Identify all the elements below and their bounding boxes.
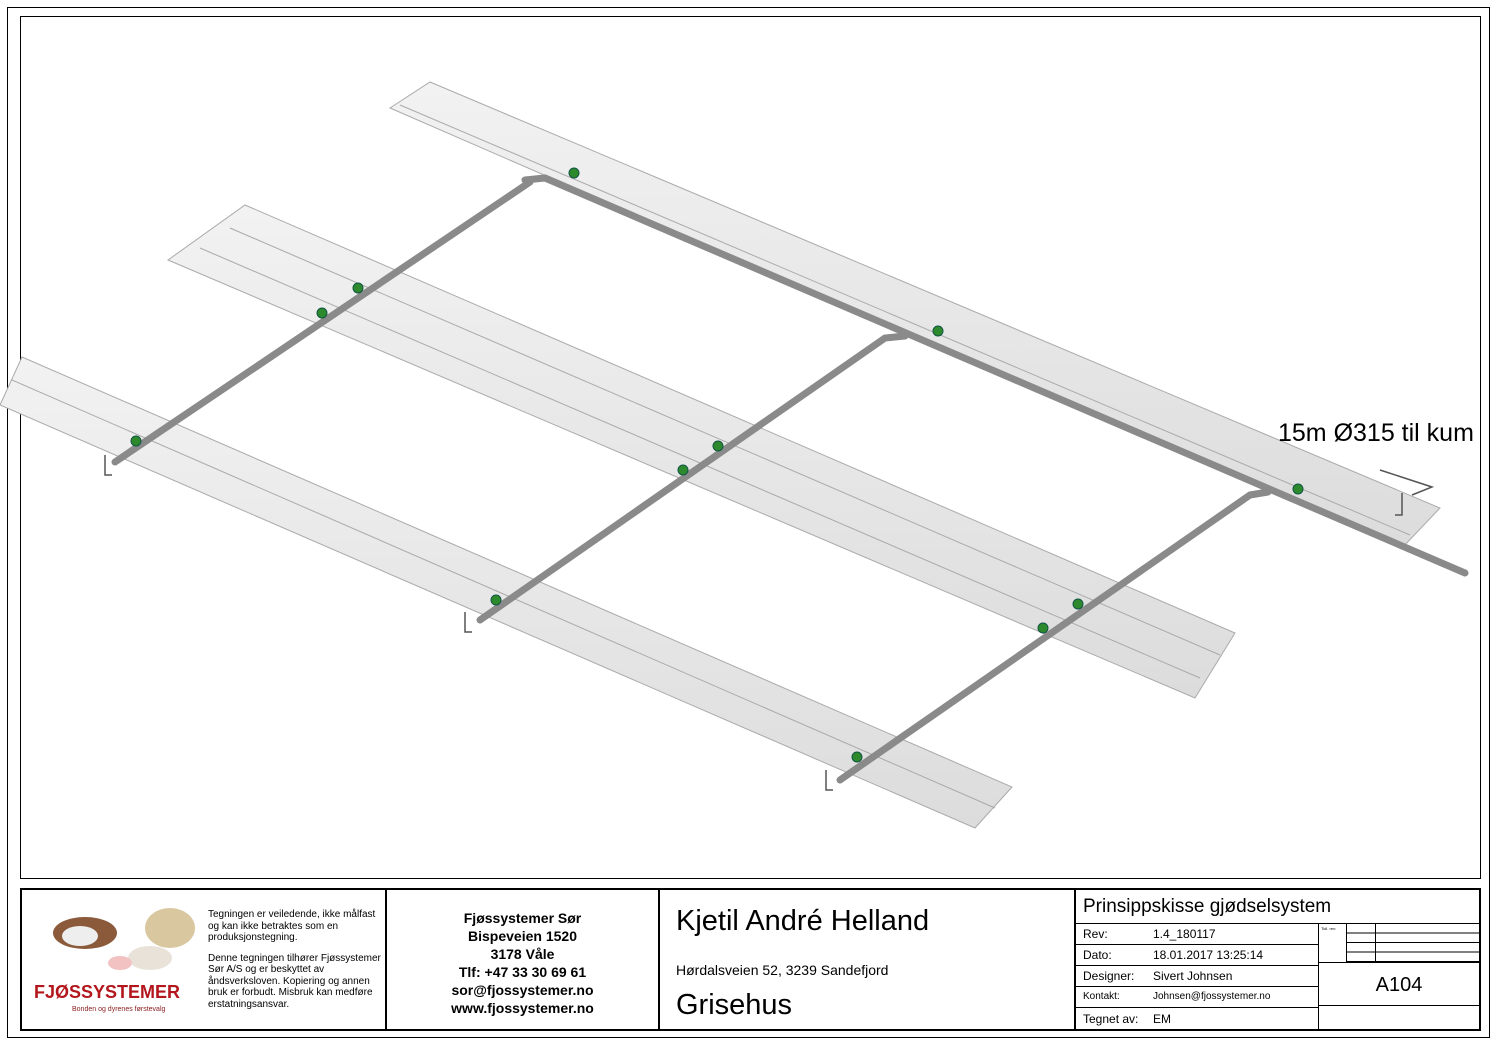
manure-system-3d-drawing (0, 81, 1469, 829)
date-value: 18.01.2017 13:25:14 (1153, 948, 1264, 962)
drawing-title: Prinsippskisse gjødselsystem (1076, 890, 1479, 924)
customer-name: Kjetil André Helland (676, 905, 930, 937)
phone: Tlf: +47 33 30 69 61 (458, 964, 587, 980)
company-logo: FJØSSYSTEMER (34, 982, 181, 1002)
email: sor@fjossystemer.no (451, 982, 594, 998)
drawn-by-value: EM (1153, 1011, 1171, 1026)
customer-block: Kjetil André Helland Hørdalsveien 52, 32… (660, 890, 1076, 1029)
main-pipe (521, 174, 1469, 577)
branch-pipe-2 (476, 332, 909, 624)
green-caps (130, 167, 1304, 763)
address-block: Fjøssystemer Sør Bispeveien 1520 3178 Vå… (387, 890, 660, 1029)
date-label: Dato: (1083, 948, 1112, 962)
branch-pipe-3 (836, 488, 1272, 784)
company-name: Fjøssystemer Sør (463, 910, 582, 926)
animals-logo-image (53, 908, 195, 970)
copyright-text: Denne tegningen tilhører Fjøssystemer Sø… (208, 952, 381, 1010)
drawing-info-block: Prinsippskisse gjødselsystem Rev: 1.4_180… (1076, 890, 1479, 1029)
drawing-number: A104 (1319, 963, 1479, 1006)
branch-pipe-1 (111, 178, 534, 466)
building-name: Grisehus (676, 989, 793, 1021)
postal-address: 3178 Våle (490, 946, 555, 962)
contact-label: Kontakt: (1083, 991, 1120, 1002)
rev-label: Rev: (1083, 927, 1108, 941)
website: www.fjossystemer.no (451, 1000, 594, 1016)
title-block: FJØSSYSTEMER Bonden og dyrenes førsteval… (20, 888, 1481, 1031)
drawn-by-label: Tegnet av: (1083, 1011, 1139, 1026)
designer-label: Designer: (1083, 969, 1135, 983)
contact-value: Johnsen@fjossystemer.no (1153, 991, 1271, 1002)
drawing-frame (20, 16, 1481, 879)
channel-2 (166, 204, 1236, 699)
rev-value: 1.4_180117 (1153, 927, 1216, 941)
pipe-hooks (104, 455, 1435, 791)
channel-3 (388, 81, 1441, 549)
company-slogan: Bonden og dyrenes førstevalg (72, 1006, 166, 1013)
pipe-callout-label: 15m Ø315 til kum (1278, 419, 1474, 447)
customer-address: Hørdalsveien 52, 3239 Sandefjord (676, 962, 889, 978)
company-block: FJØSSYSTEMER Bonden og dyrenes førsteval… (22, 890, 387, 1029)
designer-value: Sivert Johnsen (1153, 969, 1233, 983)
channel-1 (0, 356, 1013, 829)
street-address: Bispeveien 1520 (468, 928, 577, 944)
prev-rev-label: Tidl. rev: (1319, 924, 1347, 962)
disclaimer-text: Tegningen er veiledende, ikke målfast og… (208, 909, 376, 943)
sheet-border (7, 7, 1490, 1038)
